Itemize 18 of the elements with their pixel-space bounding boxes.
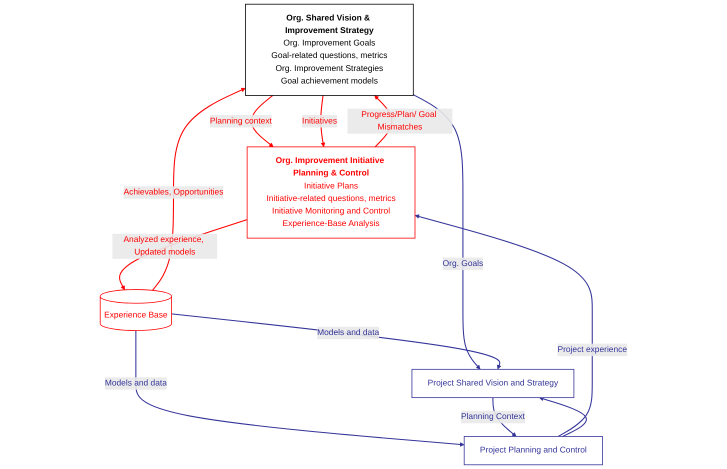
node-box: Org. Shared Vision & Improvement Strategy Org. Improvement Goals Goal-related questions, metrics Org. Improvement Strategies Goal achievement models <box>244 4 414 96</box>
edge-label: Planning Context <box>460 412 525 422</box>
arrow <box>412 94 480 370</box>
edge-label: Analyzed experience, Updated models <box>123 235 204 257</box>
edge-label: Initiatives <box>302 116 337 126</box>
arrow <box>538 396 587 437</box>
node-box: Project Shared Vision and Strategy <box>411 368 574 398</box>
node-box: Org. Improvement Initiative Planning & Control Initiative Plans Initiative-related questions, metrics Initiative Monitoring and Control Experience-Base Analysis <box>246 146 416 239</box>
arrow <box>171 313 502 370</box>
edge-label: Achievables, Opportunities <box>123 188 224 197</box>
edge-label: Models and data <box>104 378 167 388</box>
edge-label: Project experience <box>557 345 627 354</box>
node-box: Project Planning and Control <box>464 436 603 466</box>
arrow <box>135 330 464 447</box>
edge-label: Models and data <box>317 328 380 338</box>
edge-label: Progress/Plan/ Goal Mismatches <box>361 110 436 132</box>
edge-label: Org. Goals <box>442 259 484 268</box>
edge-label: Planning context <box>210 116 272 126</box>
